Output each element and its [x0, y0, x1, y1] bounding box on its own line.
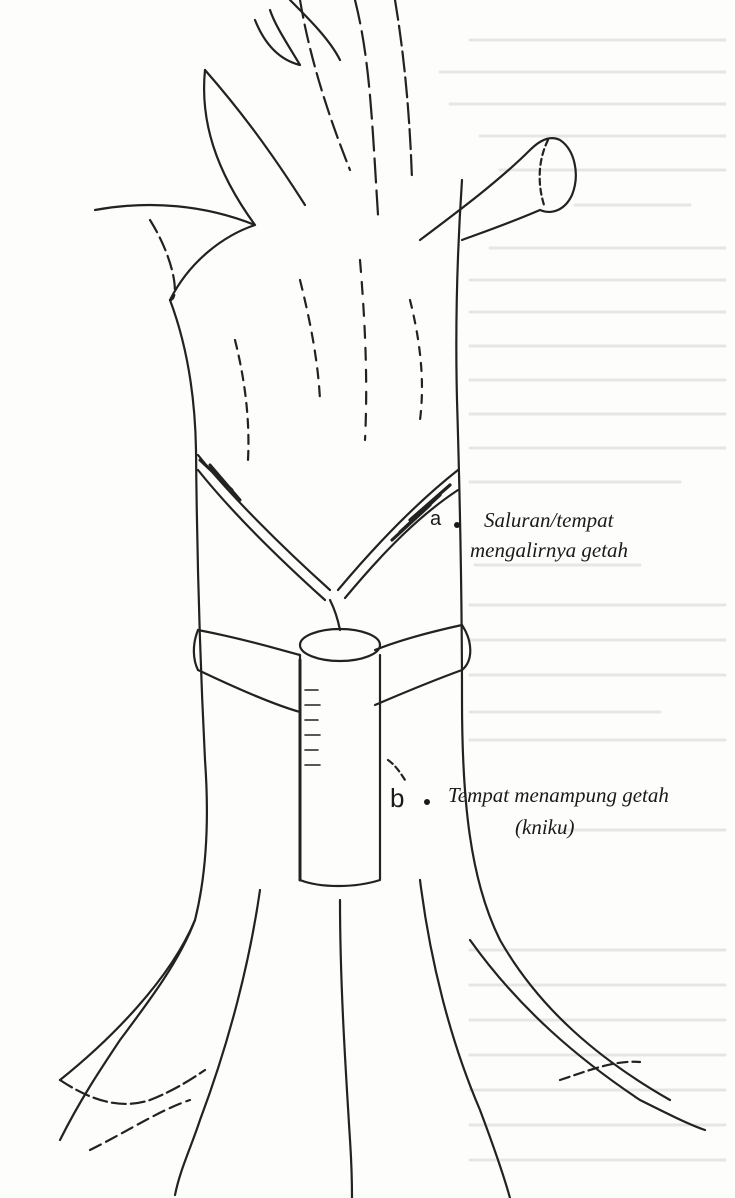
- label-saluran-line1: Saluran/tempat: [484, 508, 614, 533]
- marker-b: b: [390, 783, 404, 814]
- label-saluran-line2: mengalirnya getah: [470, 538, 628, 563]
- branch-stub: [420, 138, 576, 240]
- holder-band: [198, 625, 462, 712]
- trunk-left-outline: [60, 300, 207, 1080]
- branch-center: [395, 0, 412, 180]
- branch-left: [95, 70, 255, 300]
- marker-a-dot: [454, 522, 460, 528]
- marker-b-dot: [424, 799, 430, 805]
- marker-a: a: [430, 508, 441, 531]
- trunk-right-outline: [456, 180, 670, 1100]
- label-tempat-line2: (kniku): [515, 815, 574, 840]
- label-tempat-line1: Tempat menampung getah: [448, 783, 669, 808]
- latex-spout: [330, 600, 340, 630]
